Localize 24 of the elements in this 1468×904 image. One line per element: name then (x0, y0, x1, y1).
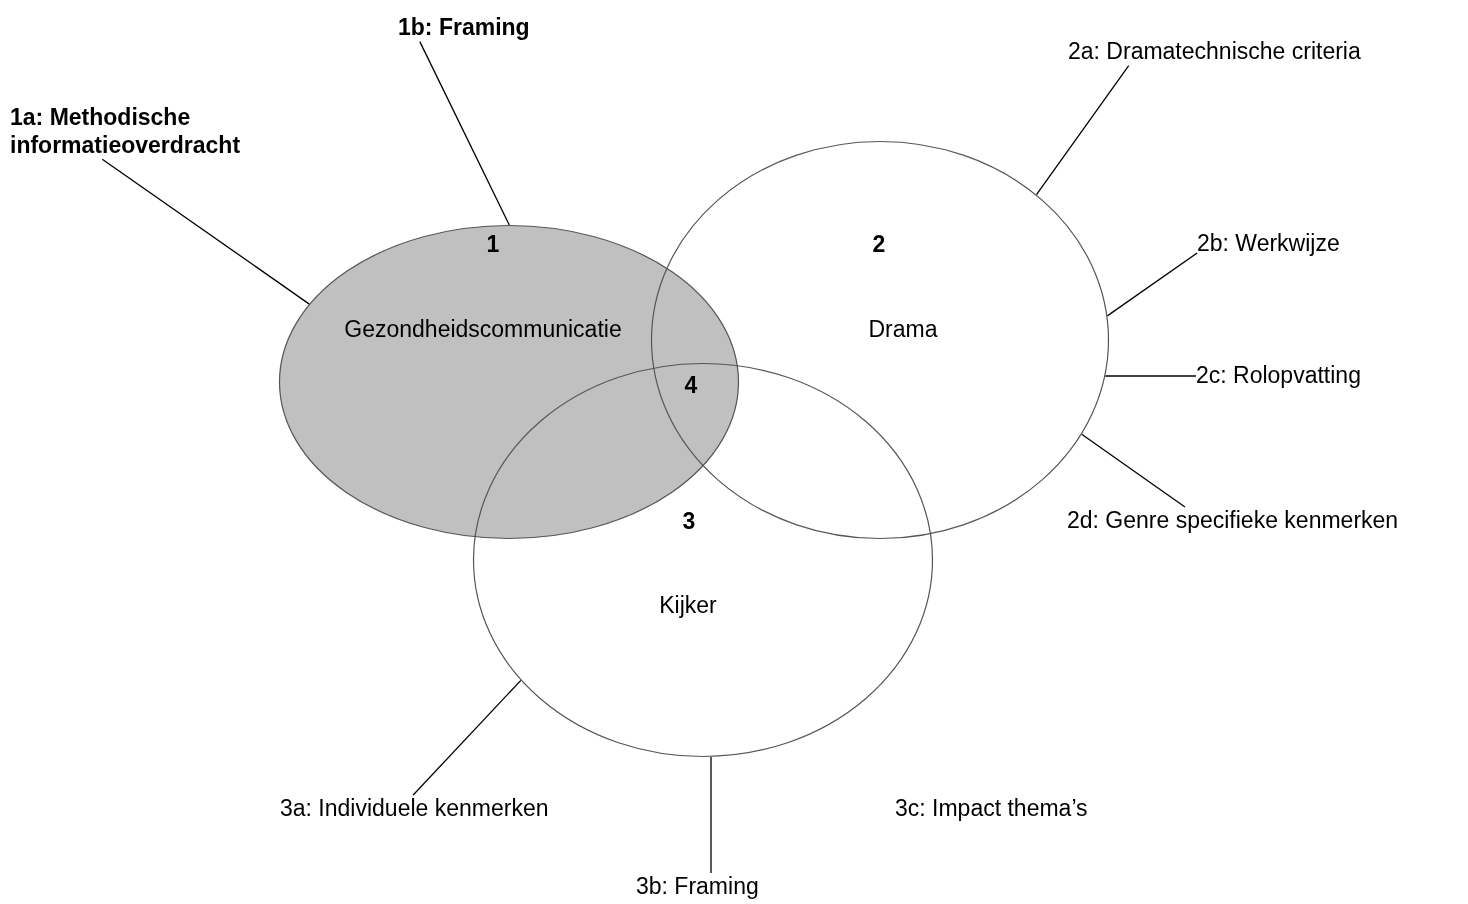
leader-line (1106, 252, 1198, 317)
area-number: 3 (682, 508, 696, 536)
leader-line (412, 679, 522, 796)
annotation-label: 1b: Framing (398, 14, 530, 42)
annotation-label: 3a: Individuele kenmerken (280, 795, 549, 823)
leader-line (101, 158, 310, 305)
area-number: 4 (684, 372, 698, 400)
annotation-label: 2c: Rolopvatting (1196, 362, 1361, 390)
leader-line (1035, 64, 1130, 196)
annotation-label: 2d: Genre specifieke kenmerken (1067, 507, 1399, 535)
leader-line (1081, 433, 1186, 508)
leader-line (419, 40, 510, 226)
annotation-label: 2b: Werkwijze (1197, 230, 1340, 258)
annotation-label: 2a: Dramatechnische criteria (1068, 38, 1361, 66)
area-number: 1 (486, 231, 500, 259)
leader-line (710, 756, 712, 874)
circle-label: Gezondheidscommunicatie (344, 316, 622, 344)
annotation-label: 3c: Impact thema’s (895, 795, 1088, 823)
area-number: 2 (872, 231, 886, 259)
annotation-label: 3b: Framing (636, 873, 759, 901)
leader-line (1104, 375, 1197, 377)
circle-label: Drama (868, 316, 938, 344)
circle-label: Kijker (659, 592, 717, 620)
annotation-label: 1a: Methodische informatieoverdracht (10, 104, 300, 160)
